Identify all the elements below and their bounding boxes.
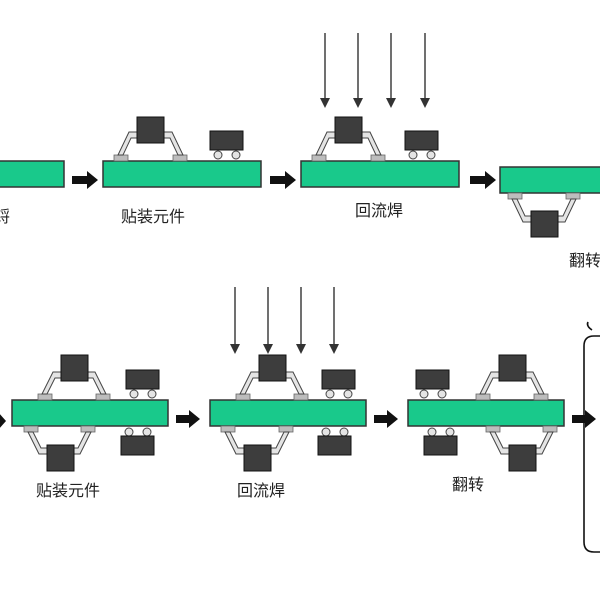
row2-step-board-with-top-components bbox=[102, 116, 262, 188]
passive-component-icon bbox=[125, 369, 160, 399]
row1-step3-reflow bbox=[300, 33, 460, 188]
passive-component-icon bbox=[321, 369, 356, 399]
ic-chip-icon bbox=[23, 425, 96, 472]
heat-arrow-icon bbox=[230, 287, 240, 354]
process-arrow-icon bbox=[374, 410, 398, 428]
heat-arrows bbox=[230, 287, 339, 354]
row2-step2-reflow bbox=[209, 287, 367, 472]
heat-arrow-icon bbox=[296, 287, 306, 354]
row1-step2-label: 贴装元件 bbox=[121, 207, 185, 226]
process-arrow-icon bbox=[470, 171, 496, 189]
ic-chip-icon bbox=[113, 116, 188, 162]
row1-step4-flipped-board bbox=[499, 166, 600, 238]
ic-chip-icon bbox=[220, 425, 294, 472]
passive-component-icon bbox=[415, 369, 450, 399]
process-arrow-icon bbox=[176, 410, 200, 428]
heat-arrow-icon bbox=[320, 33, 330, 108]
row1-step4-label: 翻转 bbox=[569, 251, 600, 270]
ic-chip-icon bbox=[475, 354, 549, 401]
process-arrow-icon bbox=[72, 171, 98, 189]
process-arrow-icon bbox=[0, 414, 6, 428]
row1-step1-bare-board bbox=[0, 160, 65, 188]
row1-step3-label: 回流焊 bbox=[355, 201, 403, 220]
ic-chip-icon bbox=[485, 425, 558, 472]
loop-bracket-icon bbox=[583, 321, 600, 553]
passive-component-icon bbox=[404, 130, 439, 160]
ic-chip-icon bbox=[235, 354, 309, 401]
row2-step2-label: 回流焊 bbox=[237, 481, 285, 500]
ic-chip-icon bbox=[507, 192, 581, 238]
passive-component-icon bbox=[209, 130, 244, 160]
heat-arrow-icon bbox=[353, 33, 363, 108]
process-arrow-icon bbox=[270, 171, 296, 189]
row1-step1-label: 锊 bbox=[0, 207, 10, 226]
heat-arrows bbox=[320, 33, 430, 108]
row2-step1-double-sided-board bbox=[11, 354, 169, 472]
heat-arrow-icon bbox=[420, 33, 430, 108]
row2-step1-label: 贴装元件 bbox=[36, 481, 100, 500]
heat-arrow-icon bbox=[386, 33, 396, 108]
row2-step3-label: 翻转 bbox=[452, 475, 484, 494]
passive-component-icon bbox=[120, 427, 155, 456]
passive-component-icon bbox=[317, 427, 352, 456]
heat-arrow-icon bbox=[263, 287, 273, 354]
row2-step3-flipped-board bbox=[407, 354, 565, 472]
ic-chip-icon bbox=[37, 354, 111, 401]
passive-component-icon bbox=[423, 427, 458, 456]
heat-arrow-icon bbox=[329, 287, 339, 354]
ic-chip-icon bbox=[311, 116, 386, 162]
